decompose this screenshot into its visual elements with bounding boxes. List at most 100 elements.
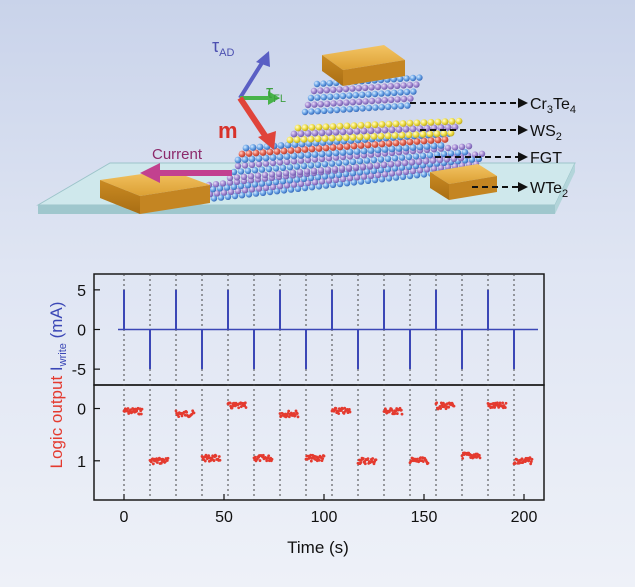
atom — [406, 172, 414, 180]
atom — [458, 143, 466, 150]
left-electrode — [100, 170, 210, 214]
atom — [343, 143, 351, 150]
layer-arrowhead — [518, 182, 528, 192]
atom — [230, 183, 238, 190]
layer-label-fgt: FGT — [530, 150, 562, 167]
atom — [294, 124, 302, 132]
atom — [395, 145, 403, 152]
atom — [398, 131, 406, 139]
atom — [380, 161, 388, 168]
atom — [357, 178, 365, 185]
atom — [335, 159, 343, 167]
logic-point — [372, 462, 376, 466]
layer-label-cr3te4: Cr3Te4 — [530, 96, 576, 116]
atom — [441, 136, 449, 143]
logic-point — [498, 401, 502, 405]
logic-point — [243, 401, 247, 405]
layer-arrowhead — [518, 152, 528, 162]
logic-point — [374, 458, 378, 462]
atom — [427, 118, 435, 126]
m-label: m — [218, 118, 238, 143]
x-tick-label: 0 — [120, 509, 129, 526]
atom — [314, 161, 322, 168]
atom — [378, 104, 385, 111]
atom — [426, 152, 434, 159]
logic-point — [399, 408, 403, 412]
atom — [217, 194, 225, 201]
atom — [238, 150, 246, 158]
atom — [437, 164, 445, 171]
logic-point — [214, 454, 218, 458]
atom — [237, 182, 245, 190]
atom — [367, 127, 375, 135]
atom — [399, 139, 407, 146]
logic-point — [237, 406, 241, 410]
x-tick-label: 100 — [311, 509, 338, 526]
logic-point — [488, 402, 492, 406]
atom — [335, 134, 343, 142]
atom — [297, 180, 305, 187]
top-electrode — [322, 45, 405, 86]
atom — [371, 121, 379, 129]
atom — [353, 174, 361, 181]
atom — [360, 147, 368, 155]
atom — [378, 140, 386, 148]
atom — [336, 180, 344, 188]
atom — [465, 143, 473, 150]
pulse-guide-lines — [123, 274, 515, 500]
atom — [213, 190, 221, 197]
atom — [423, 143, 431, 150]
atom — [359, 163, 367, 170]
x-tick-label: 200 — [511, 509, 538, 526]
atom — [416, 167, 424, 174]
logic-point — [421, 460, 425, 463]
atom — [455, 117, 463, 125]
atom — [227, 188, 235, 195]
logic-point — [261, 453, 265, 457]
layer-arrowhead — [518, 125, 528, 135]
atom — [248, 155, 256, 163]
atom — [441, 118, 449, 126]
atom — [244, 167, 252, 174]
logic-point — [342, 411, 346, 415]
atom — [301, 124, 309, 132]
atom — [308, 108, 315, 115]
atom — [283, 153, 291, 160]
atom — [251, 181, 259, 188]
atom — [273, 148, 281, 155]
atom — [356, 98, 363, 106]
atom — [259, 189, 267, 196]
logic-point — [520, 457, 524, 461]
tau-ad-label: τAD — [212, 36, 234, 59]
atom — [406, 81, 414, 89]
logic-point — [228, 401, 232, 405]
atom — [478, 150, 486, 157]
logic-point — [174, 409, 178, 413]
atom — [230, 168, 238, 176]
logic-point — [347, 408, 351, 411]
logic-point — [180, 414, 184, 418]
atom — [276, 159, 284, 166]
atom — [350, 179, 358, 186]
atom — [282, 170, 290, 177]
atom — [242, 144, 250, 152]
logic-point — [270, 457, 274, 461]
atom — [311, 129, 319, 137]
atom — [398, 164, 406, 171]
atom — [451, 123, 459, 131]
logic-point — [452, 404, 456, 408]
atom — [290, 152, 298, 160]
atom — [357, 142, 365, 149]
atom — [325, 155, 333, 162]
logic-point — [207, 454, 211, 458]
atom — [311, 179, 319, 186]
atom — [330, 100, 337, 107]
atom — [280, 187, 288, 194]
atom — [318, 129, 326, 137]
logic-point — [159, 461, 163, 465]
atom — [249, 144, 257, 151]
atom — [434, 136, 442, 144]
y-tick-label: -5 — [72, 362, 86, 379]
atom — [262, 184, 270, 191]
